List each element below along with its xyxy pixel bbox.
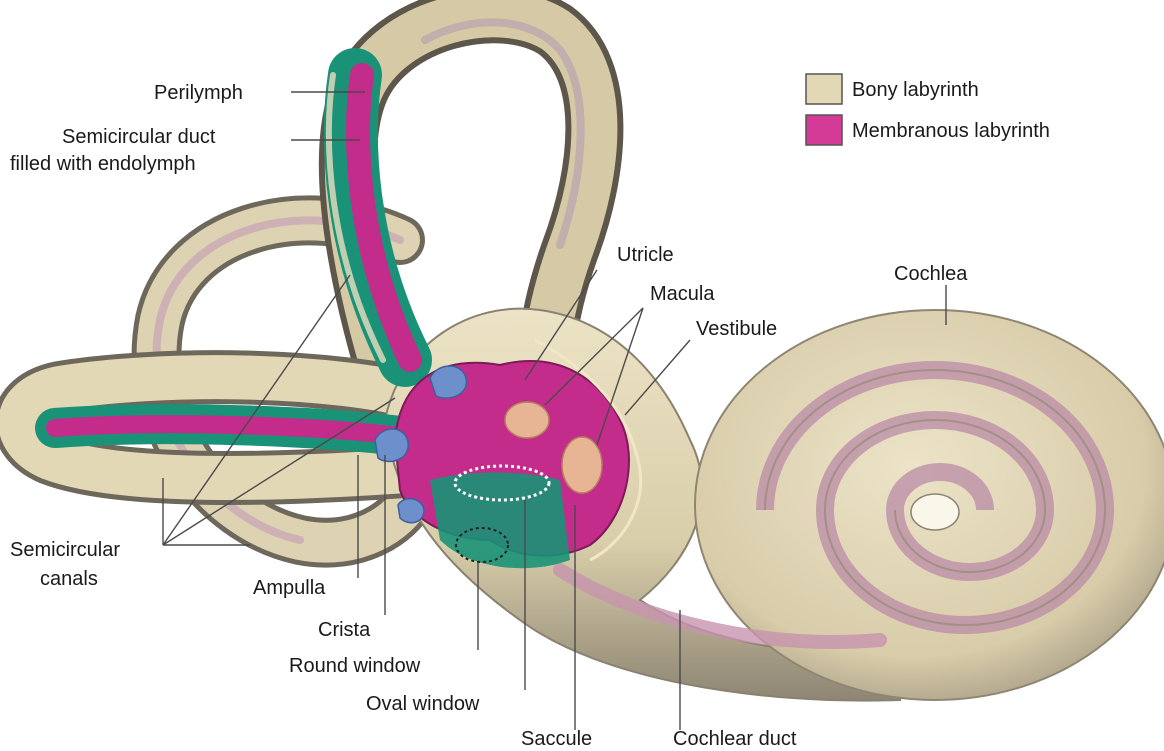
label-ampulla: Ampulla — [253, 577, 326, 599]
crista-posterior — [398, 499, 424, 523]
label-round-window: Round window — [289, 655, 421, 677]
label-vestibule: Vestibule — [696, 318, 777, 340]
label-cochlea: Cochlea — [894, 263, 968, 285]
label-utricle: Utricle — [617, 244, 674, 266]
label-semicircular-duct-2: filled with endolymph — [10, 153, 196, 175]
macula-utricle — [505, 402, 549, 438]
label-macula: Macula — [650, 283, 715, 305]
legend-label-bony: Bony labyrinth — [852, 79, 979, 101]
label-perilymph: Perilymph — [154, 82, 243, 104]
legend-swatch-membranous — [806, 115, 842, 145]
crista-lateral — [375, 429, 408, 461]
label-cochlear-duct: Cochlear duct — [673, 728, 797, 750]
label-saccule: Saccule — [521, 728, 592, 750]
label-crista: Crista — [318, 619, 371, 641]
legend: Bony labyrinth Membranous labyrinth — [806, 74, 1050, 145]
label-semicircular-canals-2: canals — [40, 568, 98, 590]
label-semicircular-canals-1: Semicircular — [10, 539, 120, 561]
label-semicircular-duct-1: Semicircular duct — [62, 126, 216, 148]
macula-saccule — [562, 437, 602, 493]
legend-label-membranous: Membranous labyrinth — [852, 120, 1050, 142]
label-oval-window: Oval window — [366, 693, 480, 715]
crista-superior — [430, 366, 466, 398]
legend-swatch-bony — [806, 74, 842, 104]
